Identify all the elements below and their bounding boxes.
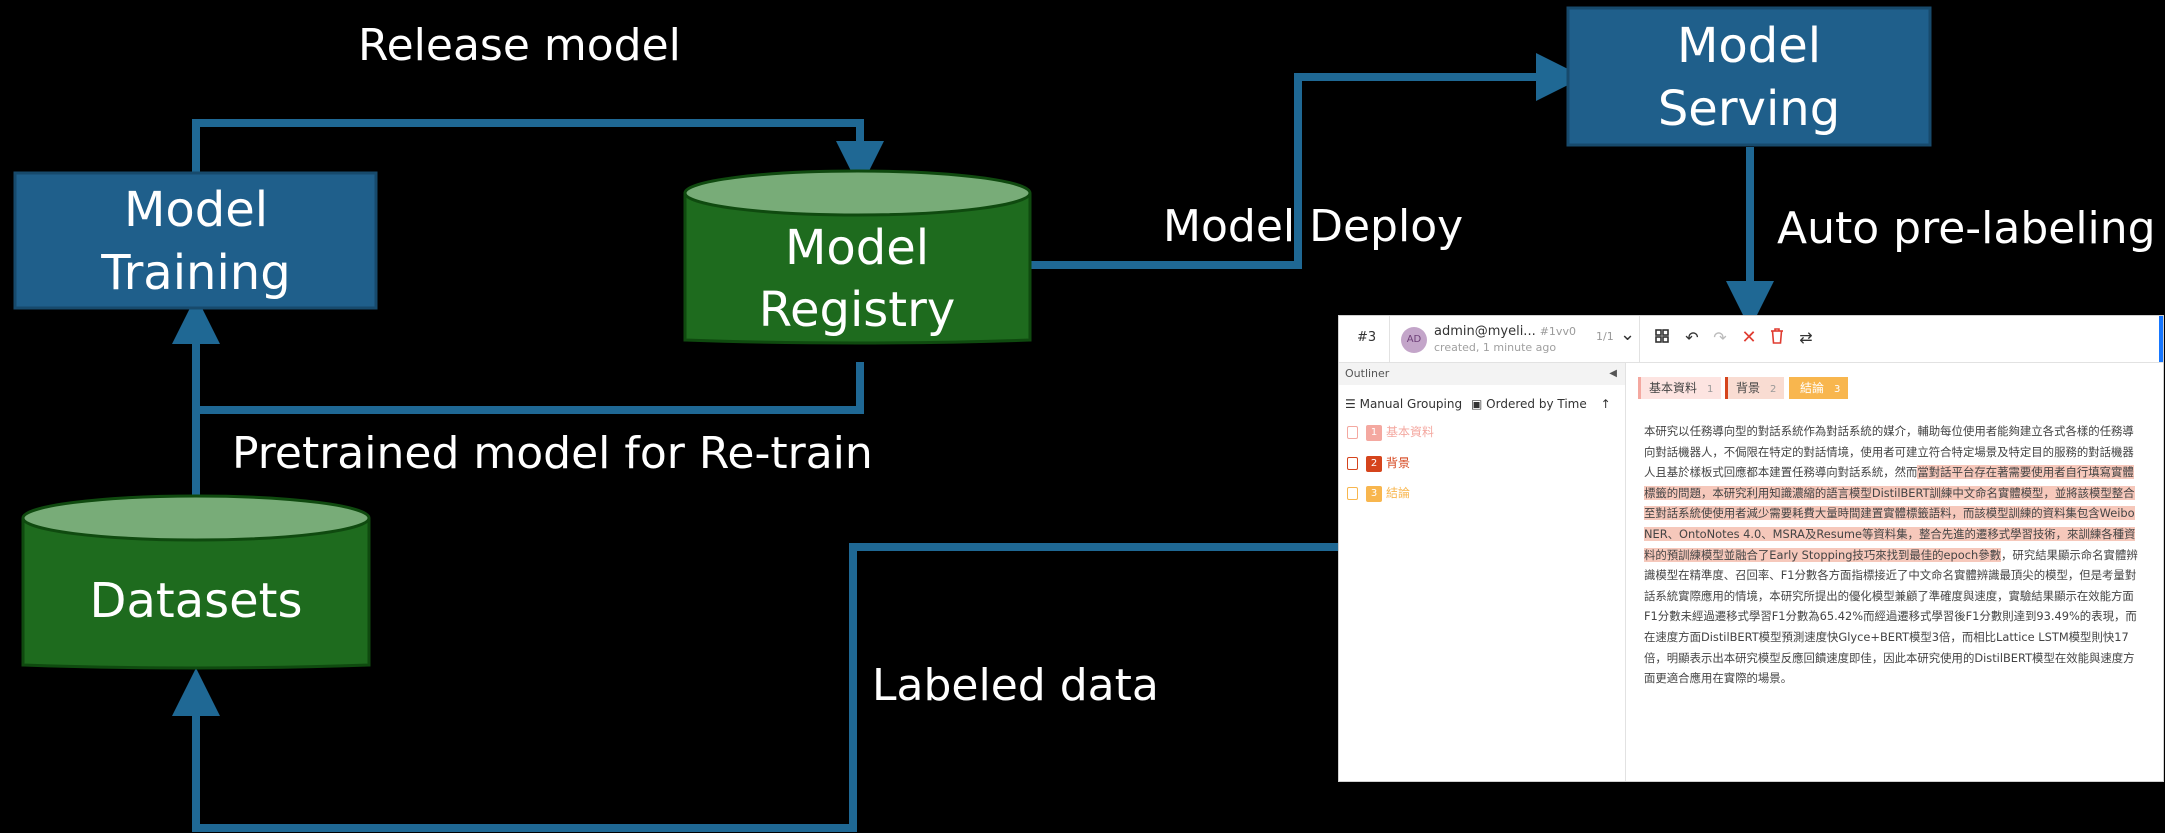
region-text-icon [1347,487,1358,500]
annotation-id: #1vv0 [1539,325,1576,338]
calendar-icon: ▣ [1471,397,1483,411]
region-number: 3 [1366,485,1382,502]
label-chip-name: 基本資料 [1649,381,1698,395]
region-label: 結論 [1386,486,1411,500]
label-model-deploy: Model Deploy [1163,201,1463,252]
grouping-label: Manual Grouping [1359,397,1463,411]
edge-release-model [192,119,884,189]
connectors [172,53,1774,832]
chevron-down-icon[interactable]: ⌄ [1620,324,1636,345]
outliner-sidebar: Outliner ◀ ☰ Manual Grouping ▣ Ordered b… [1339,363,1626,781]
toolbar-divider [1639,316,1640,362]
model-registry-line2: Registry [759,282,956,338]
region-label: 基本資料 [1386,425,1435,439]
label-chip-conclusion[interactable]: 結論 3 [1789,377,1849,399]
task-id: #3 [1357,330,1377,345]
label-chip-hotkey: 3 [1834,384,1841,395]
region-item[interactable]: 1 基本資料 [1347,422,1434,442]
annotation-panel-screenshot: #3 AD admin@myeli...#1vv0 created, 1 min… [1338,315,2164,782]
region-number: 1 [1366,424,1382,441]
model-serving-box [1566,6,1932,147]
label-pretrained-retrain: Pretrained model for Re-train [232,428,873,479]
annotation-main: 基本資料 1 背景 2 結論 3 本研究以任務導向型的對話系統作為對話系統的媒介，輔助… [1626,363,2163,781]
label-chip-background[interactable]: 背景 2 [1725,377,1785,399]
edge-pretrained-retrain [196,362,864,414]
label-chip-hotkey: 1 [1707,384,1714,395]
annotator-user: admin@myeli... [1434,324,1536,339]
datasets-label: Datasets [90,573,303,629]
region-label: 背景 [1386,456,1411,470]
text-segment-basic: 本研究以任務導向型的對話系統作為對話系統的媒介，輔助每位使用者能夠建立各式各樣的… [1644,424,2134,480]
node-model-registry: Model Registry [683,169,1032,345]
label-chip-name: 結論 [1800,381,1825,395]
label-chip-hotkey: 2 [1770,384,1777,395]
node-model-training: Model Training [13,171,378,310]
outliner-title: Outliner [1345,367,1390,380]
swap-icon[interactable]: ⇄ [1799,328,1813,347]
grid-icon[interactable] [1652,328,1672,348]
text-segment-conclusion: ，研究結果顯示命名實體辨識模型在精準度、召回率、F1分數各方面指標接近了中文命名… [1644,547,2138,686]
annotator-name: admin@myeli...#1vv0 [1434,324,1576,339]
toolbar-accent-bar [2159,316,2163,362]
created-time: created, 1 minute ago [1434,341,1557,354]
redo-icon[interactable]: ↷ [1713,328,1727,347]
model-registry-top [683,169,1032,217]
model-registry-line1: Model [785,220,929,276]
annotated-text[interactable]: 本研究以任務導向型的對話系統作為對話系統的媒介，輔助每位使用者能夠建立各式各樣的… [1644,421,2144,689]
undo-icon[interactable]: ↶ [1685,328,1699,347]
label-chip-basic-info[interactable]: 基本資料 1 [1638,377,1722,399]
region-text-icon [1347,457,1358,470]
label-labeled-data: Labeled data [872,660,1159,711]
annotation-pager: 1/1 [1596,330,1614,343]
list-icon: ☰ [1345,397,1356,411]
region-item[interactable]: 2 背景 [1347,453,1410,473]
collapse-icon[interactable]: ◀ [1609,368,1617,379]
region-number: 2 [1366,455,1382,472]
ordering-label: Ordered by Time [1486,397,1587,411]
model-training-box [13,171,378,310]
model-serving-line1: Model [1677,18,1821,74]
grouping-selector[interactable]: ☰ Manual Grouping [1345,397,1462,411]
ordering-selector[interactable]: ▣ Ordered by Time ↑ [1471,397,1611,411]
edge-model-deploy [1030,53,1584,269]
model-training-line2: Training [100,245,290,301]
annotation-toolbar: #3 AD admin@myeli...#1vv0 created, 1 min… [1339,316,2163,363]
datasets-top [21,494,371,542]
datasets-body [21,518,371,670]
node-model-serving: Model Serving [1566,6,1932,147]
label-chip-name: 背景 [1736,381,1761,395]
region-item[interactable]: 3 結論 [1347,483,1410,503]
region-text-icon [1347,426,1358,439]
avatar: AD [1401,327,1427,353]
outliner-header: Outliner ◀ [1339,363,1625,385]
label-release-model: Release model [358,20,681,71]
sort-arrow-icon[interactable]: ↑ [1600,397,1611,411]
close-icon[interactable]: ✕ [1741,327,1757,348]
model-serving-line2: Serving [1658,81,1840,137]
model-registry-body [683,193,1032,345]
trash-icon[interactable] [1767,328,1787,348]
toolbar-divider [1389,316,1390,362]
label-auto-prelabeling: Auto pre-labeling [1777,203,2156,254]
model-training-line1: Model [124,182,268,238]
node-datasets: Datasets [21,494,371,670]
edge-labeled-data [172,543,1338,832]
